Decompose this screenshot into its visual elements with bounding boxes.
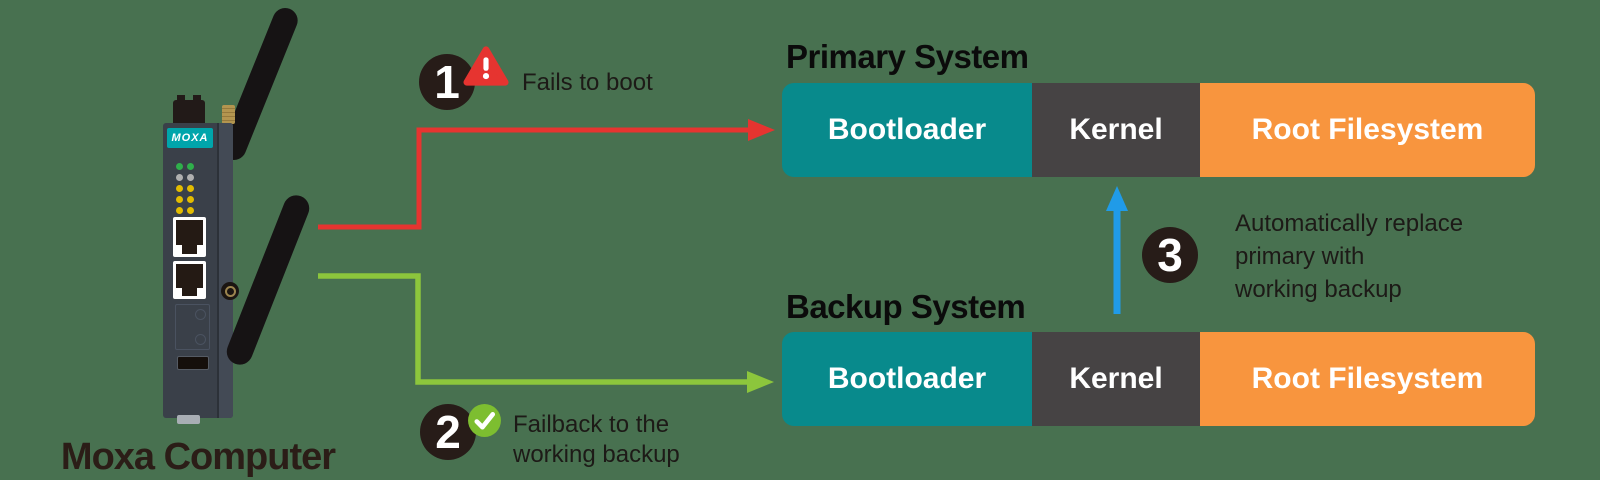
step-text-line: primary with (1235, 243, 1365, 270)
device-label: Moxa Computer (60, 436, 336, 478)
step-text-line: Automatically replace (1235, 210, 1464, 237)
step-1-badge: 1 (419, 54, 475, 110)
led-indicator (187, 185, 194, 192)
led-indicator (187, 207, 194, 214)
primary-bootloader-segment: Bootloader (782, 83, 1032, 177)
warning-icon (463, 46, 509, 86)
led-indicator (176, 174, 183, 181)
led-indicator (176, 207, 183, 214)
device-side-panel (219, 123, 233, 418)
fail-arrow (318, 119, 775, 230)
din-rail-tab (177, 415, 200, 424)
sma-connector (222, 105, 235, 124)
sd-slot-cover (175, 304, 210, 350)
check-icon (468, 404, 501, 437)
led-indicator (176, 196, 183, 203)
step-text-line: working backup (513, 441, 680, 468)
device-body: MOXA (163, 123, 239, 424)
device-seam (217, 123, 219, 418)
primary-kernel-segment: Kernel (1032, 83, 1200, 177)
backup-kernel-segment: Kernel (1032, 332, 1200, 426)
ethernet-port (173, 261, 206, 299)
led-indicator (187, 163, 194, 170)
step-2-text: Failback to the working backup (513, 410, 680, 470)
primary-system-bar: Bootloader Kernel Root Filesystem (782, 83, 1535, 177)
led-indicator (187, 196, 194, 203)
replace-arrow (1106, 186, 1128, 314)
usb-slot (177, 356, 209, 370)
backup-system-title: Backup System (786, 288, 1026, 325)
step-text-line: working backup (1235, 276, 1402, 303)
primary-system-title: Primary System (786, 38, 1029, 75)
backup-rootfs-segment: Root Filesystem (1200, 332, 1535, 426)
step-2-badge: 2 (420, 404, 476, 460)
ethernet-port (173, 217, 206, 257)
step-3-text: Automatically replace primary with worki… (1235, 207, 1463, 306)
primary-rootfs-segment: Root Filesystem (1200, 83, 1535, 177)
led-indicator (187, 174, 194, 181)
step-1-text: Fails to boot (522, 68, 653, 98)
screw-hole (221, 282, 239, 300)
failback-arrow (318, 273, 774, 393)
moxa-logo: MOXA (167, 128, 213, 148)
step-3-badge: 3 (1142, 227, 1198, 283)
led-indicator (176, 163, 183, 170)
terminal-block (173, 95, 205, 123)
step-text-line: Failback to the (513, 411, 670, 438)
led-indicator (176, 185, 183, 192)
backup-system-bar: Bootloader Kernel Root Filesystem (782, 332, 1535, 426)
step-text-line: Fails to boot (522, 69, 653, 96)
backup-bootloader-segment: Bootloader (782, 332, 1032, 426)
